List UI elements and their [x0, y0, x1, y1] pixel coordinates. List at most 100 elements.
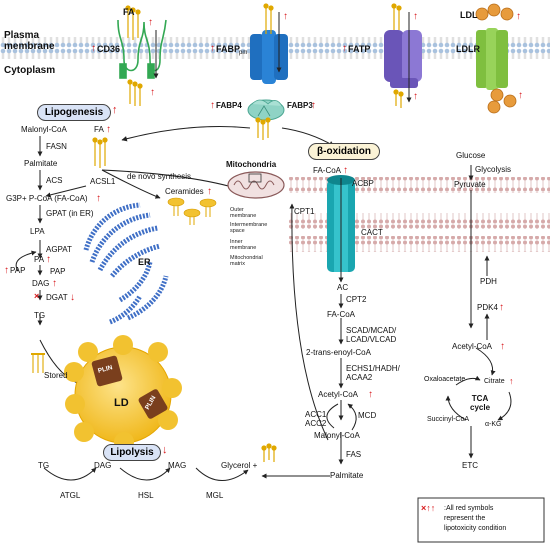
enoyl-coa-label: 2-trans-enoyl-CoA [306, 348, 371, 357]
acsl1-label: ACSL1 [90, 177, 116, 186]
cytoplasm-label: Cytoplasm [4, 65, 56, 76]
dag-up-arrow: ↑ [52, 278, 57, 289]
fatp-bottom-up-arrow: ↑ [413, 91, 418, 102]
acc-label: ACC1 ACC2 [305, 410, 327, 428]
pyruvate-label: Pyruvate [454, 180, 486, 189]
beta-oxidation-title: β-oxidation [308, 143, 380, 160]
fa-top-up-arrow: ↑ [148, 17, 153, 28]
etc-label: ETC [462, 461, 478, 470]
cpt2-label: CPT2 [346, 295, 367, 304]
ldl-up-arrow: ↑ [516, 11, 521, 22]
glucose-label: Glucose [456, 151, 486, 160]
cd36-out-up-arrow: ↑ [150, 87, 155, 98]
cpt1-label: CPT1 [294, 207, 315, 216]
fabppm-sub: pm [239, 50, 248, 56]
ldl-label: LDL [460, 10, 478, 20]
acyl-coa-dh-label: SCAD/MCAD/ LCAD/VLCAD [346, 326, 397, 344]
fa-top-label: FA [123, 7, 135, 17]
lipolysis-dag: DAG [94, 461, 112, 470]
lpa-label: LPA [30, 227, 45, 236]
ceramides-up-arrow: ↑ [207, 186, 212, 197]
pa-label: PA [34, 255, 45, 264]
pa-up-arrow: ↑ [46, 254, 51, 265]
fa-lipo-up-arrow: ↑ [106, 124, 111, 135]
cact-label: CACT [361, 228, 383, 237]
glycerol-label: Glycerol + [221, 461, 258, 470]
fabppm-top-up-arrow: ↑ [283, 11, 288, 22]
pdk4-up-arrow: ↑ [499, 302, 504, 313]
ldlr-transporter [476, 28, 508, 90]
pdk4-label: PDK4 [477, 303, 498, 312]
fatp-top-up-arrow: ↑ [413, 11, 418, 22]
lipolysis-mag: MAG [168, 461, 187, 470]
ceramides-label: Ceramides [165, 187, 204, 196]
mgl-label: MGL [206, 491, 224, 500]
mito-fa-coa-label: FA-CoA [313, 166, 342, 175]
legend-box [417, 497, 545, 543]
dgat-down-arrow: ↓ [70, 292, 75, 303]
fatp-transporter [384, 30, 422, 88]
citrate-label: Citrate [484, 378, 505, 385]
beta-palmitate-label: Palmitate [330, 471, 364, 480]
lipolysis-down-arrow: ↓ [162, 444, 168, 456]
mitochondria-title: Mitochondria [226, 160, 277, 169]
agpat-label: AGPAT [46, 245, 72, 254]
legend-text: :All red symbols represent the lipotoxic… [444, 505, 507, 532]
fa-lipo-label: FA [94, 125, 104, 134]
mito-matrix-label: Mitochondrial matrix [230, 255, 263, 267]
fasn-label: FASN [46, 142, 67, 151]
fabppm-label: FABP [216, 44, 241, 54]
legend-symbols: ×↑↑ [421, 503, 436, 513]
palmitate-label: Palmitate [24, 159, 58, 168]
g3p-up-arrow: ↑ [96, 193, 101, 204]
ld-label: LD [114, 397, 129, 409]
pdh-label: PDH [480, 277, 497, 286]
endoplasmic-reticulum [83, 202, 169, 325]
ldl-bottom-up-arrow: ↑ [518, 90, 523, 101]
citrate-up-arrow: ↑ [509, 376, 514, 386]
fabp4-fabp3-protein [247, 99, 285, 121]
pap-left-label: PAP [10, 266, 26, 275]
succinyl-coa-label: Succinyl-CoA [427, 416, 470, 423]
g3p-label: G3P+ P-CoA (FA-CoA) [6, 194, 88, 203]
inner-membrane-label: Inner membrane [230, 239, 257, 251]
ceramide-molecules [167, 197, 217, 218]
mcd-label: MCD [358, 411, 377, 420]
hsl-label: HSL [138, 491, 154, 500]
acbp-label: ACBP [352, 179, 374, 188]
outer-membrane-label: Outer membrane [230, 207, 257, 219]
oxaloacetate-label: Oxaloacetate [424, 376, 466, 383]
gpat-label: GPAT (in ER) [46, 209, 94, 218]
lipid-droplet [64, 335, 182, 452]
glycolysis-label: Glycolysis [475, 165, 512, 174]
ldl-particles [475, 3, 517, 114]
stored-label: Stored [44, 371, 68, 380]
fatp-up-arrow: ↑ [342, 43, 347, 54]
fabp4-label: FABP4 [216, 101, 242, 110]
beta-malonyl-coa-label: Malonyl-CoA [314, 431, 360, 440]
fabp4-up-arrow: ↑ [210, 100, 215, 111]
lipogenesis-title: Lipogenesis [37, 104, 111, 121]
dgat-label: DGAT [46, 293, 68, 302]
fabppm-transporter [250, 30, 288, 84]
intermembrane-label: Intermembrane space [230, 222, 268, 234]
pap-mid-label: PAP [50, 267, 66, 276]
fabppm-up-arrow: ↑ [210, 43, 215, 54]
echs1-label: ECHS1/HADH/ ACAA2 [346, 364, 400, 382]
tca-cycle-label: TCA cycle [470, 394, 491, 412]
fabp3-up-arrow: ↑ [311, 100, 316, 111]
fas-label: FAS [346, 450, 362, 459]
akg-label: α-KG [485, 421, 502, 428]
tg-label: TG [34, 311, 46, 320]
fa-molecules-cd36 [125, 5, 143, 106]
tca-acetyl-coa-label: Acetyl-CoA [452, 342, 493, 351]
lipolysis-title: Lipolysis [103, 444, 161, 461]
pap-left-up-arrow: ↑ [4, 265, 9, 276]
ac-label: AC [337, 283, 349, 292]
lipogenesis-up-arrow: ↑ [112, 104, 118, 116]
fabp3-label: FABP3 [287, 101, 313, 110]
lipolysis-tg: TG [38, 461, 50, 470]
beta-acetyl-coa-label: Acetyl-CoA [318, 390, 359, 399]
